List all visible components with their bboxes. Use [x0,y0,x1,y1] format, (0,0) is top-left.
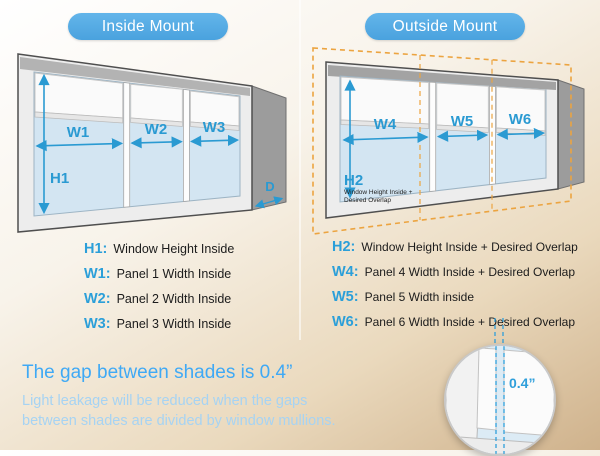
w5-label: W5 [451,113,474,130]
detail-connector-lines [494,318,504,348]
window-top-recess [20,57,250,96]
window-mullion [429,81,437,192]
legend-key: W2: [84,291,111,307]
legend-row: H1: Window Height Inside [84,240,234,258]
shade-rail-1 [34,111,124,124]
w6-label: W6 [509,111,532,128]
window-top-bar [328,65,556,90]
w4-arrow [342,131,429,146]
h2-label: H2 [344,172,363,189]
shade-rail-2 [130,117,183,127]
window-mullion [123,82,131,208]
legend-key: W1: [84,266,111,282]
measurements [35,73,284,215]
legend-desc: Window Height Inside + Desired Overlap [361,240,578,254]
h2-note-line2: Desired Overlap [344,197,391,204]
gap-subtext: Light leakage will be reduced when the g… [22,393,336,430]
w3-arrow [190,134,240,147]
legend-row: W2: Panel 2 Width Inside [84,290,234,308]
gap-detail-illustration: 0.4” [446,346,554,454]
w6-arrow [496,127,546,140]
legend-desc: Window Height Inside [113,242,235,256]
h2-note-line1: Window Height Inside + [344,189,413,196]
depth-label: D [265,179,274,194]
window-mullion [182,88,190,202]
w3-label: W3 [203,119,226,136]
legend-desc: Panel 3 Width Inside [116,317,232,331]
legend-row: W5: Panel 5 Width inside [332,288,578,306]
legend-key: W6: [332,314,359,330]
inside-mount-diagram: W1 W2 W3 H1 D [17,53,287,233]
overlap-dashed-box [312,47,572,235]
legend-desc: Panel 2 Width Inside [116,292,232,306]
legend-row: W6: Panel 6 Width Inside + Desired Overla… [332,313,578,331]
w4-label: W4 [374,116,397,133]
legend-row: W1: Panel 1 Width Inside [84,265,234,283]
w5-arrow [436,129,489,142]
legend-key: W5: [332,289,359,305]
shade-panel-2 [130,83,183,123]
gap-size-label: 0.4” [509,375,535,391]
outside-mount-title-badge: Outside Mount [365,13,525,40]
legend-desc: Panel 1 Width Inside [116,267,232,281]
depth-arrow [254,196,284,209]
detail-shade-right [503,349,554,437]
shade-rail-4 [340,119,430,129]
detail-shade-left [476,347,497,431]
measurements [342,79,546,199]
legend-key: W3: [84,316,111,332]
inside-mount-title-badge: Inside Mount [68,13,228,40]
w2-arrow [130,136,183,149]
gap-detail-zoom: 0.4” [444,344,556,456]
gap-headline: The gap between shades is 0.4” [22,362,293,383]
center-divider [299,0,301,340]
legend-row: W4: Panel 4 Width Inside + Desired Overla… [332,263,578,281]
inside-mount-title: Inside Mount [101,17,195,35]
shade-rail-3 [190,121,240,131]
w1-label: W1 [67,124,90,141]
legend-desc: Panel 4 Width Inside + Desired Overlap [364,265,576,279]
outside-mount-diagram: W4 W5 W6 H2 Window Height Inside + Desir… [312,47,585,235]
inside-mount-legend: H1: Window Height Inside W1: Panel 1 Width… [84,240,234,340]
legend-key: H2: [332,239,356,255]
w2-label: W2 [145,121,168,138]
legend-desc: Panel 6 Width Inside + Desired Overlap [364,315,576,329]
legend-row: W3: Panel 3 Width Inside [84,315,234,333]
legend-row: H2: Window Height Inside + Desired Overla… [332,238,578,256]
legend-key: H1: [84,241,108,257]
legend-desc: Panel 5 Width inside [364,290,474,304]
h1-label: H1 [50,170,69,187]
outside-mount-legend: H2: Window Height Inside + Desired Overla… [332,238,578,338]
legend-key: W4: [332,264,359,280]
outside-mount-title: Outside Mount [392,17,498,35]
w1-arrow [35,138,124,152]
